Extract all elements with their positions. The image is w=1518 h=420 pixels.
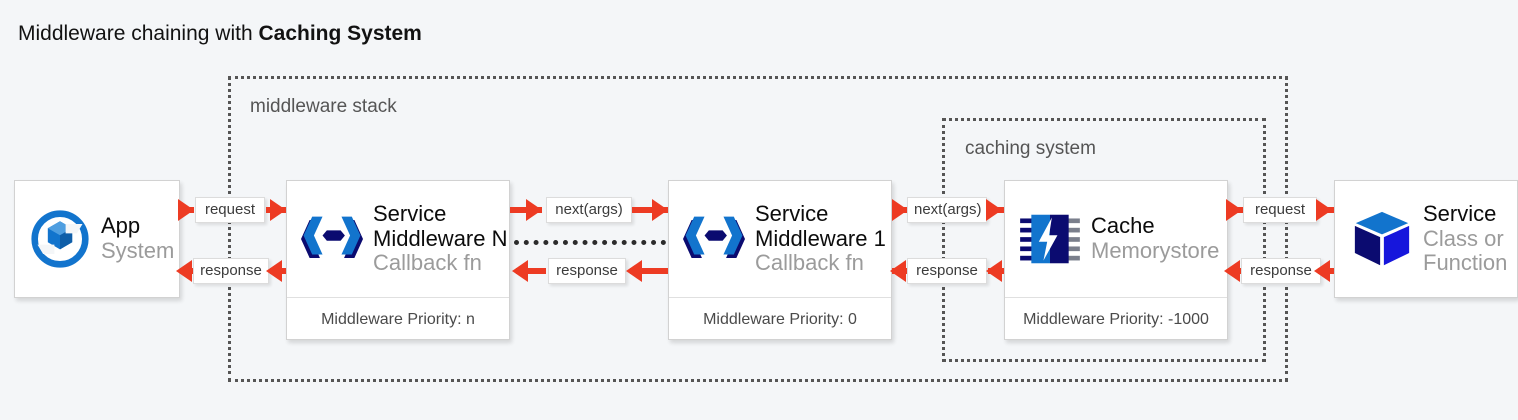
node-cache-title: Cache <box>1091 213 1155 239</box>
arrow-head-right <box>892 199 908 221</box>
group-middleware-stack-label: middleware stack <box>250 96 397 117</box>
omitted-middlewares-dotted-line <box>514 240 666 245</box>
middleware-arrows-icon <box>301 208 363 270</box>
arrow-head-left <box>176 260 192 282</box>
page-title-prefix: Middleware chaining with <box>18 22 259 45</box>
node-middleware-n[interactable]: Service Middleware N Callback fn Middlew… <box>286 180 510 340</box>
edge-label-next-args-2: next(args) <box>907 197 987 223</box>
arrow-head-left <box>890 260 906 282</box>
arrow-head-left <box>266 260 282 282</box>
node-middleware-1-body: Service Middleware 1 Callback fn <box>669 181 891 297</box>
node-service-subtitle-line2: Function <box>1423 250 1508 276</box>
arrow-head-left <box>626 260 642 282</box>
arrow-head-left <box>986 260 1002 282</box>
edge-label-request-1: request <box>195 197 265 223</box>
node-middleware-n-text: Service Middleware N Callback fn <box>373 201 508 276</box>
node-middleware-n-title-line1: Service <box>373 201 447 227</box>
node-middleware-1-title-line1: Service <box>755 201 829 227</box>
page-title: Middleware chaining with Caching System <box>18 22 422 46</box>
node-service-text: Service Class or Function <box>1423 201 1508 276</box>
node-cache-priority: Middleware Priority: -1000 <box>1005 297 1227 342</box>
node-middleware-n-body: Service Middleware N Callback fn <box>287 181 509 297</box>
node-service-body: Service Class or Function <box>1335 181 1517 297</box>
node-cache[interactable]: Cache Memorystore Middleware Priority: -… <box>1004 180 1228 340</box>
node-middleware-1-subtitle: Callback fn <box>755 250 864 276</box>
arrow-head-right <box>1316 199 1332 221</box>
group-caching-system <box>942 118 1266 362</box>
memory-chip-bolt-icon <box>1019 208 1081 270</box>
node-service[interactable]: Service Class or Function <box>1334 180 1518 298</box>
arrow-head-left <box>1314 260 1330 282</box>
arrow-head-left <box>512 260 528 282</box>
arrow-head-right <box>1226 199 1242 221</box>
node-middleware-1-title-line2: Middleware 1 <box>755 225 886 251</box>
edge-label-response-1: response <box>193 258 269 284</box>
node-app-subtitle: System <box>101 238 175 263</box>
group-caching-system-label: caching system <box>965 138 1096 159</box>
edge-label-request-2: request <box>1243 197 1317 223</box>
node-cache-body: Cache Memorystore <box>1005 181 1227 297</box>
node-service-subtitle-line1: Class or <box>1423 225 1504 251</box>
arrow-head-right <box>270 199 286 221</box>
edge-label-response-3: response <box>907 258 987 284</box>
arrow-head-right <box>652 199 668 221</box>
arrow-line <box>632 207 668 213</box>
cube-icon <box>1351 208 1413 270</box>
node-app[interactable]: App System <box>14 180 180 298</box>
arrow-head-right <box>178 199 194 221</box>
node-app-text: App System <box>101 214 174 263</box>
node-middleware-n-title-line2: Middleware N <box>373 225 508 251</box>
arrow-head-right <box>526 199 542 221</box>
arrow-head-left <box>1224 260 1240 282</box>
node-app-title: App <box>101 213 141 239</box>
node-service-title: Service <box>1423 201 1497 227</box>
edge-label-next-args-1: next(args) <box>546 197 632 223</box>
arrow-line <box>516 268 546 274</box>
middleware-arrows-icon <box>683 208 745 270</box>
edge-label-response-2: response <box>548 258 626 284</box>
node-middleware-n-subtitle: Callback fn <box>373 250 482 276</box>
node-middleware-1-text: Service Middleware 1 Callback fn <box>755 201 886 276</box>
page-title-emphasis: Caching System <box>258 22 422 45</box>
node-cache-text: Cache Memorystore <box>1091 214 1219 263</box>
node-middleware-1-priority: Middleware Priority: 0 <box>669 297 891 342</box>
node-app-body: App System <box>15 181 179 297</box>
group-middleware-stack <box>228 76 1288 382</box>
arrow-head-right <box>986 199 1002 221</box>
node-middleware-1[interactable]: Service Middleware 1 Callback fn Middlew… <box>668 180 892 340</box>
edge-label-response-4: response <box>1241 258 1321 284</box>
arrow-line <box>630 268 668 274</box>
moleculer-circle-icon <box>29 208 91 270</box>
node-cache-subtitle: Memorystore <box>1091 238 1220 263</box>
node-middleware-n-priority: Middleware Priority: n <box>287 297 509 342</box>
